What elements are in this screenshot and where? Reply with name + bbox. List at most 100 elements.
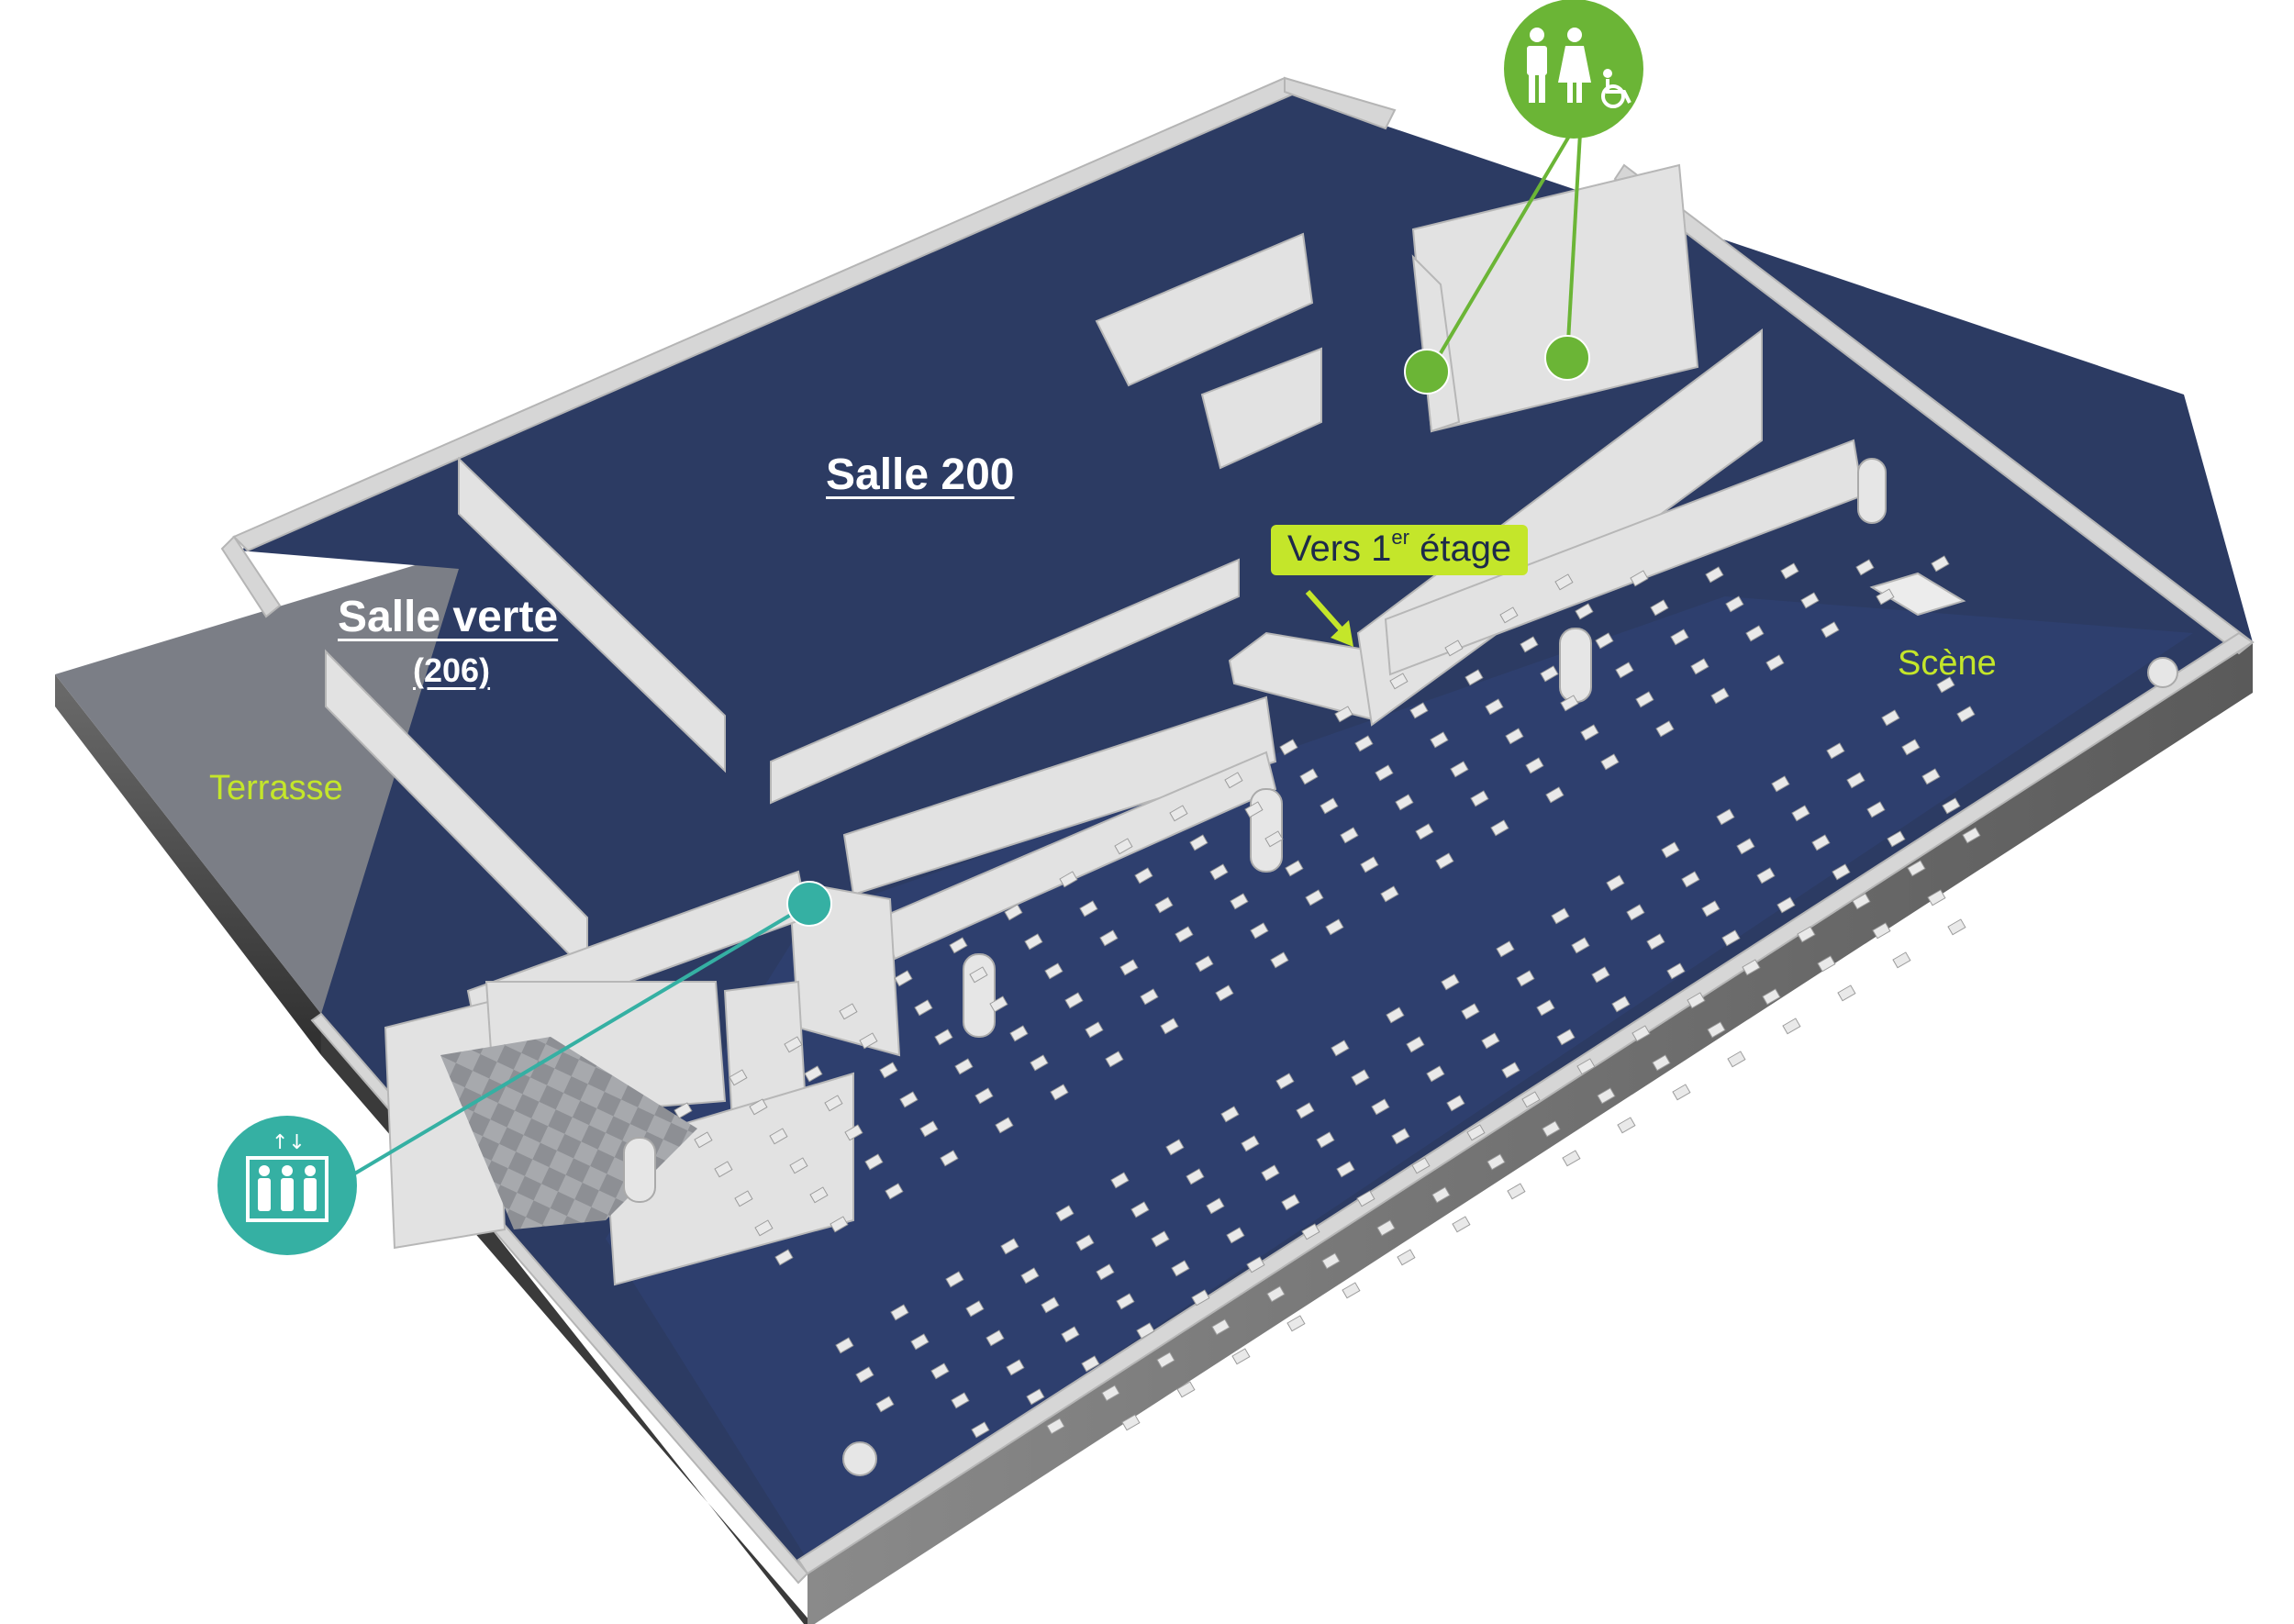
seat — [1855, 559, 1875, 576]
seat — [1134, 867, 1153, 884]
seat — [1837, 984, 1856, 1002]
seat — [1617, 1117, 1636, 1134]
seat — [1876, 588, 1895, 606]
room-number-salle-verte: (206) — [413, 651, 491, 689]
seat — [1701, 900, 1720, 918]
seat — [824, 1095, 843, 1112]
seat — [1525, 757, 1544, 774]
seat — [1595, 632, 1614, 650]
seat — [1342, 1282, 1361, 1299]
seat — [694, 1131, 713, 1149]
seat — [1431, 1186, 1451, 1204]
seat — [1220, 1106, 1240, 1123]
seat — [1351, 1069, 1370, 1086]
seat — [1116, 1293, 1135, 1310]
seat — [1866, 801, 1886, 818]
seat — [1279, 739, 1298, 756]
seat — [830, 1216, 849, 1233]
seat — [1626, 904, 1645, 921]
seat — [1079, 900, 1098, 918]
seat — [914, 999, 933, 1017]
seat — [1580, 724, 1599, 741]
seat — [1160, 1018, 1179, 1035]
seat — [1340, 827, 1359, 844]
seat — [1936, 676, 1955, 694]
seat — [1006, 1359, 1025, 1376]
seat — [1745, 625, 1765, 642]
seat — [1024, 933, 1043, 951]
seat — [1231, 1348, 1251, 1365]
seat — [1635, 691, 1654, 708]
seat — [1301, 1223, 1320, 1240]
seat — [934, 1029, 953, 1046]
seat — [1275, 1073, 1295, 1090]
seat — [1136, 1322, 1155, 1340]
seat — [859, 1032, 878, 1050]
seat — [1281, 1194, 1300, 1211]
seat — [1186, 1168, 1205, 1185]
seat — [899, 1091, 919, 1108]
seat — [784, 1036, 803, 1053]
seat — [1101, 1385, 1120, 1402]
seat — [1901, 739, 1921, 756]
room-label-salle-200: Salle 200 — [826, 450, 1015, 499]
seat — [1336, 1161, 1355, 1178]
seat — [1881, 709, 1900, 727]
seat — [1215, 984, 1234, 1002]
seat — [1800, 592, 1820, 609]
seat — [855, 1366, 874, 1384]
seat — [1687, 992, 1706, 1009]
seat — [919, 1120, 939, 1138]
seat — [789, 1157, 808, 1174]
seat — [1061, 1326, 1080, 1343]
seat — [844, 1124, 863, 1141]
seat — [1121, 1414, 1141, 1431]
seat — [1046, 1418, 1065, 1435]
seat — [1450, 761, 1469, 778]
seat — [1266, 1285, 1286, 1303]
seat — [1536, 999, 1555, 1017]
seat — [1771, 775, 1790, 793]
stairs-callout-sup: er — [1391, 526, 1409, 549]
seat — [1556, 1029, 1576, 1046]
seat — [1360, 856, 1379, 873]
seat — [989, 996, 1008, 1013]
seat — [1171, 1260, 1190, 1277]
seat — [1907, 860, 1926, 877]
seat — [1325, 918, 1344, 936]
seat — [1499, 606, 1519, 624]
seat — [1921, 768, 1941, 785]
seat — [1169, 805, 1188, 822]
seat — [1154, 896, 1174, 914]
seat — [1551, 907, 1570, 925]
seat — [1286, 1315, 1306, 1332]
seat — [1780, 562, 1799, 580]
seat — [1241, 1135, 1260, 1152]
elevator-icon: ↑↓ — [217, 1116, 357, 1255]
seat — [1380, 885, 1399, 903]
seat — [1064, 992, 1084, 1009]
seat — [1189, 834, 1208, 851]
seat — [1501, 1062, 1520, 1079]
seat — [954, 1058, 974, 1075]
seat — [1521, 1091, 1541, 1108]
seat — [1575, 603, 1594, 620]
seat — [729, 1069, 748, 1086]
seat — [1670, 628, 1689, 646]
stage-platform — [1869, 572, 1966, 617]
svg-text:↑↓: ↑↓ — [272, 1131, 306, 1154]
seat — [1520, 636, 1539, 653]
seat — [971, 1421, 990, 1439]
seat — [1611, 996, 1631, 1013]
seat — [1672, 1084, 1691, 1101]
seat — [1085, 1021, 1104, 1039]
seat — [1554, 573, 1574, 591]
seat — [1009, 1025, 1029, 1042]
seat — [1151, 1230, 1170, 1248]
zone-label-scene: Scène — [1898, 644, 1997, 683]
seat — [1490, 819, 1509, 837]
seat — [835, 1337, 854, 1354]
seat — [1075, 1234, 1095, 1251]
seat — [1650, 599, 1669, 617]
seat — [879, 1062, 898, 1079]
